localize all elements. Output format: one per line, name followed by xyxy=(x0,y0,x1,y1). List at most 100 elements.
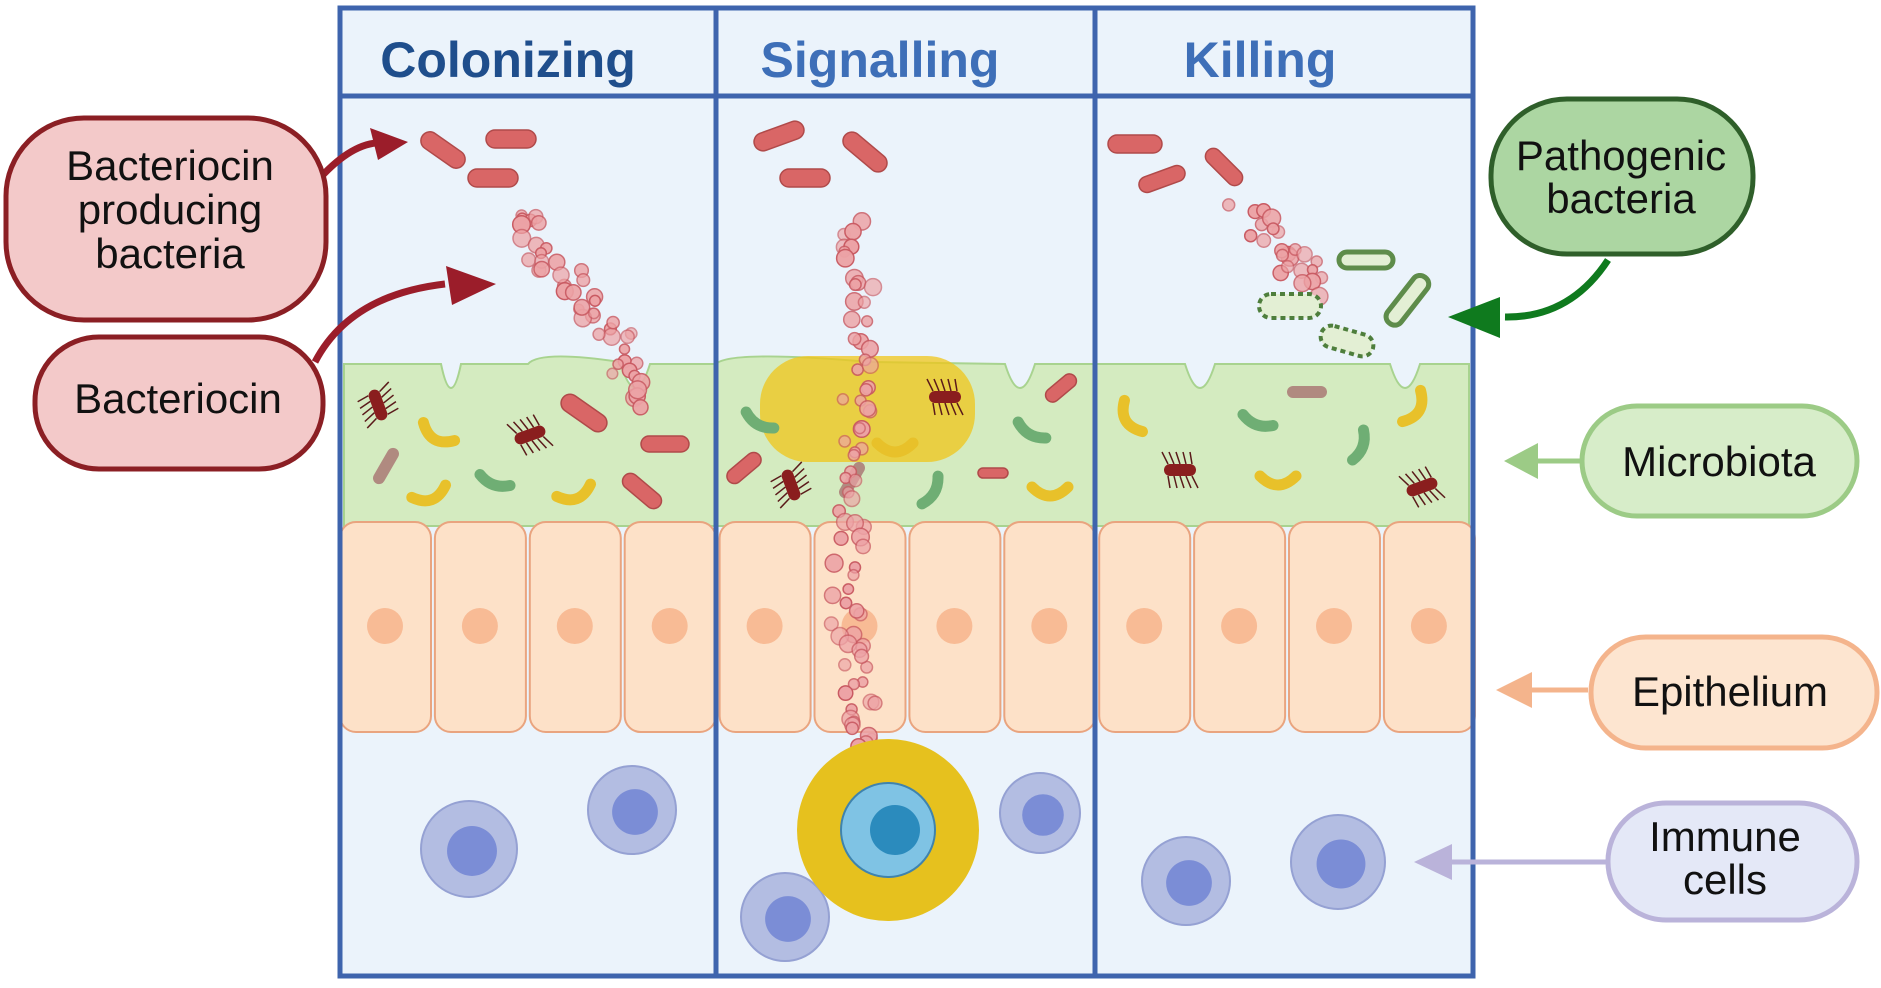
bacteriocin-molecule xyxy=(857,295,871,309)
bacteriocin-molecule xyxy=(847,568,860,582)
flagellum xyxy=(1404,473,1415,484)
bacteriocin-molecule xyxy=(836,393,850,406)
bacteriocin-molecule xyxy=(861,356,879,375)
flagellum xyxy=(1173,475,1178,489)
panel-title-killing: Killing xyxy=(1184,32,1337,88)
bacteriocin-molecule xyxy=(564,283,582,301)
bacteriocin-molecule xyxy=(860,315,874,328)
microbiota-arrow xyxy=(1504,443,1585,479)
flagellum xyxy=(385,401,397,410)
pathogen-arrow xyxy=(1448,258,1611,338)
flagellum xyxy=(520,444,528,456)
epithelial-nucleus xyxy=(461,608,498,644)
bacteriocin-molecule xyxy=(842,310,861,329)
pathogen-rod xyxy=(1336,249,1396,271)
commensal-bacterium xyxy=(1012,416,1052,444)
flagellum xyxy=(779,497,791,509)
flagellum xyxy=(1423,492,1433,504)
producer-bacterium xyxy=(726,451,762,485)
producer-bacterium xyxy=(977,467,1009,479)
immune-cells-group xyxy=(420,765,1386,962)
callout-producers-line-1: Bacteriocin xyxy=(66,142,274,189)
flagellum xyxy=(519,418,529,430)
flagellum xyxy=(381,387,392,398)
bacteriocin-molecule xyxy=(844,222,862,241)
flagellum xyxy=(364,412,375,423)
bacteriocin-molecule xyxy=(606,367,619,380)
flagellum xyxy=(1424,466,1432,478)
pathogen-dead xyxy=(1318,323,1376,359)
bacteriocin-molecule xyxy=(512,228,532,248)
flagellum xyxy=(933,378,940,392)
commensal-bacterium xyxy=(740,406,780,434)
immune-cell-nucleus xyxy=(765,896,811,942)
bacteriocin-molecule xyxy=(1256,233,1272,248)
bacteriocin-molecule xyxy=(592,327,606,341)
bacteriocin-arrow xyxy=(311,266,496,364)
commensal-bacterium xyxy=(1237,409,1279,432)
bacteriocin-molecule xyxy=(847,331,862,346)
activated-immune-cell xyxy=(797,739,979,921)
bacteriocin-molecule xyxy=(1266,222,1280,236)
flagellum xyxy=(357,395,369,403)
bacteriocin-molecule xyxy=(837,685,854,702)
flagellum xyxy=(774,486,786,496)
flagellum xyxy=(512,421,523,432)
flagellum xyxy=(1411,470,1421,482)
producer-bacterium xyxy=(1044,373,1078,403)
callout-pathogenic: Pathogenic bacteria xyxy=(1488,96,1756,257)
immune-cell-nucleus xyxy=(1316,839,1366,889)
producer-bacterium xyxy=(467,168,519,188)
callout-epithelium: Epithelium xyxy=(1588,634,1880,751)
bacteriocin-molecule xyxy=(1293,274,1312,293)
producer-bacterium xyxy=(1204,147,1244,187)
flagellum xyxy=(940,378,946,392)
flagellum xyxy=(932,402,936,416)
producer-arrow xyxy=(317,128,408,181)
callout-microbiota: Microbiota xyxy=(1579,403,1860,519)
commensal-bacterium xyxy=(417,417,461,448)
bacteriocin-molecule xyxy=(839,596,853,610)
epithelium-arrow xyxy=(1496,672,1588,708)
commensal-bacterium xyxy=(1254,470,1302,491)
bacteriocin-molecule xyxy=(533,260,551,278)
bacteriocin-molecule xyxy=(1275,248,1290,262)
commensal-bacterium xyxy=(406,479,452,507)
flagellum xyxy=(1185,475,1192,489)
bacteriocin-molecule xyxy=(620,329,635,345)
bacteriocin-molecule xyxy=(606,315,620,330)
flagellum xyxy=(359,400,371,409)
epithelial-nucleus xyxy=(936,608,973,644)
diagram-frame xyxy=(337,5,1476,979)
callout-microbiota-label: Microbiota xyxy=(1622,438,1816,485)
panel-title-signalling: Signalling xyxy=(761,32,1000,88)
flagellum xyxy=(1398,475,1410,487)
callout-producers-line-3: bacteria xyxy=(95,230,245,277)
bacteriocin-molecule xyxy=(521,252,537,268)
flagellated-bacterium xyxy=(1398,466,1446,508)
bacteriocin-molecule xyxy=(602,327,621,346)
flagellated-body xyxy=(514,425,546,445)
flagellum xyxy=(926,378,934,392)
flagellated-bacterium xyxy=(1161,451,1199,489)
flagellum xyxy=(526,416,535,428)
bacteriocin-molecule xyxy=(1243,228,1258,243)
bacteriocin-molecule xyxy=(848,278,862,292)
bacteriocin-molecule xyxy=(848,473,863,488)
epithelial-nucleus xyxy=(1221,608,1258,644)
flagellum xyxy=(366,417,378,429)
flagellum xyxy=(1417,494,1426,506)
flagellum xyxy=(506,423,518,435)
callout-immune: Immune cells xyxy=(1605,800,1860,923)
bacteriocin-molecule xyxy=(853,422,866,435)
bacteriocin-molecule xyxy=(848,603,865,619)
commensal-bacterium xyxy=(1397,384,1428,428)
flagellum xyxy=(791,461,803,473)
flagellum xyxy=(944,402,950,416)
flagellum xyxy=(794,467,805,478)
bacteriocin-molecule xyxy=(618,343,631,355)
bacteriocin-molecule xyxy=(847,448,861,462)
flagellum xyxy=(1167,475,1171,489)
bacteriocin-molecule xyxy=(867,695,883,711)
bacteriocin-molecule xyxy=(847,677,861,691)
